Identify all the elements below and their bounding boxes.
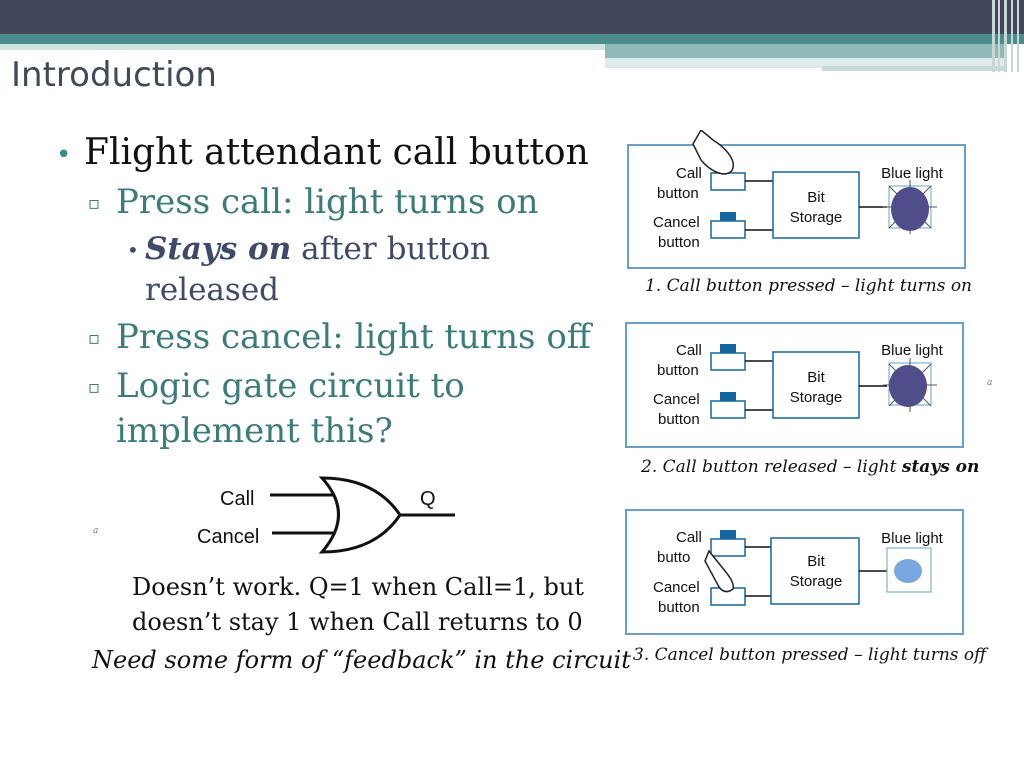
call-label: Call [676, 165, 702, 182]
vertical-line [1011, 0, 1013, 72]
call-label: butto [657, 549, 690, 566]
button-cap [720, 212, 736, 221]
gate-input-call-label: Call [220, 488, 254, 510]
blue-light-label: Blue light [881, 342, 944, 359]
vertical-line [1017, 0, 1019, 72]
light-teal-stripe [0, 44, 605, 50]
cancel-label: button [658, 411, 700, 428]
cancel-label: Cancel [653, 579, 700, 596]
right-stripe-3 [822, 66, 1005, 71]
call-button [710, 538, 746, 557]
blue-light-on [889, 365, 927, 407]
sub-bullet: Press cancel: light turns off [116, 317, 591, 357]
cancel-button [710, 220, 746, 239]
sub-sub-bullet-text: after button [291, 231, 490, 267]
bit-storage-box [770, 537, 860, 605]
gate-output-label: Q [420, 488, 436, 510]
vertical-line [992, 0, 995, 72]
or-gate-diagram: Call Cancel Q [197, 476, 455, 554]
button-cap [720, 530, 736, 539]
explanation-line: doesn’t stay 1 when Call returns to 0 [132, 608, 583, 636]
stray-mark: a [93, 526, 99, 536]
sub-bullet: Press call: light turns on [116, 182, 539, 222]
call-label: button [657, 185, 699, 202]
cancel-label: button [658, 234, 700, 251]
diagram-call-pressed: Call button Cancel button Bit Storage Bl… [627, 130, 966, 269]
call-label: Call [676, 529, 702, 546]
cancel-label: button [658, 599, 700, 616]
bit-storage-label: Bit [807, 369, 825, 386]
square-bullet: ▫ [88, 328, 101, 349]
bit-storage-label: Storage [790, 389, 843, 406]
call-label: button [657, 362, 699, 379]
bit-storage-label: Bit [807, 189, 825, 206]
teal-stripe [0, 34, 1024, 44]
bit-storage-box [772, 351, 860, 419]
bullet-dot: • [56, 140, 72, 170]
slide-title: Introduction [11, 55, 217, 95]
sub-sub-bullet-continuation: released [145, 272, 280, 308]
stray-mark: a [987, 378, 993, 388]
sub-bullet-continuation: implement this? [116, 411, 393, 451]
blue-light-on [891, 187, 929, 231]
finger-icon [692, 130, 735, 175]
vertical-line [998, 0, 1000, 72]
sub-sub-bullet: Stays on after button [145, 229, 490, 269]
top-banner [0, 0, 1024, 34]
diagram-caption: 2. Call button released – light stays on [641, 457, 979, 477]
main-bullet: Flight attendant call button [84, 132, 589, 173]
blue-light-off [894, 559, 922, 583]
finger-icon [704, 549, 735, 593]
cancel-button [710, 400, 746, 419]
square-bullet: ▫ [88, 193, 101, 214]
button-cap [720, 392, 736, 401]
diagram-cancel-pressed: Call butto Cancel button Bit Storage Blu… [625, 509, 964, 635]
vertical-line [1004, 0, 1007, 72]
caption-emphasis: stays on [901, 457, 980, 477]
button-cap [720, 344, 736, 353]
call-label: Call [676, 342, 702, 359]
cancel-label: Cancel [653, 391, 700, 408]
bit-storage-label: Storage [790, 573, 843, 590]
feedback-note: Need some form of “feedback” in the circ… [92, 646, 631, 674]
bullet-dot: • [127, 238, 139, 262]
caption-text: 2. Call button released – light [641, 457, 902, 477]
gate-input-cancel-label: Cancel [197, 526, 259, 548]
bit-storage-label: Storage [790, 209, 843, 226]
call-button [710, 172, 746, 191]
cancel-label: Cancel [653, 214, 700, 231]
right-stripe-2 [605, 58, 1005, 68]
diagram-call-released: Call button Cancel button Bit Storage Bl… [625, 322, 964, 448]
bit-storage-box [772, 171, 860, 239]
right-stripe-1 [605, 44, 1005, 58]
emphasis-text: Stays on [145, 231, 292, 267]
sub-bullet: Logic gate circuit to [116, 366, 465, 406]
or-gate-symbol [318, 476, 402, 554]
call-button [710, 352, 746, 371]
diagram-caption: 3. Cancel button pressed – light turns o… [633, 645, 987, 665]
bit-storage-label: Bit [807, 553, 825, 570]
explanation-line: Doesn’t work. Q=1 when Call=1, but [132, 573, 584, 601]
blue-light-label: Blue light [881, 530, 944, 547]
blue-light-label: Blue light [881, 165, 944, 182]
square-bullet: ▫ [88, 377, 101, 398]
diagram-caption: 1. Call button pressed – light turns on [645, 276, 973, 296]
